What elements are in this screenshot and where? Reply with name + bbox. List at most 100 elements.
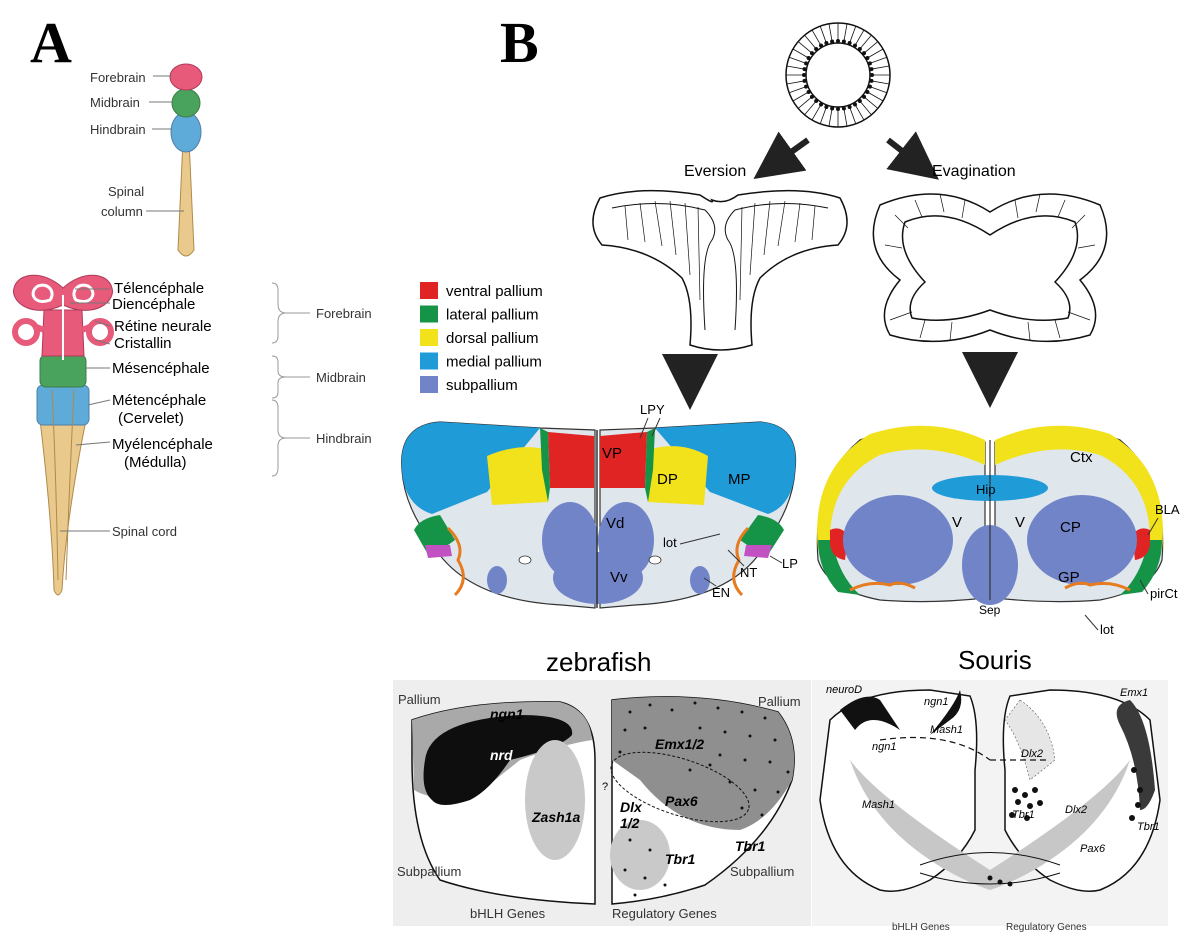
svg-text:V: V: [1015, 514, 1025, 531]
ring-nucleus: [803, 67, 806, 70]
stipple-dot: [761, 814, 764, 817]
svg-text:Pax6: Pax6: [1080, 843, 1106, 855]
svg-text:ngn1: ngn1: [872, 741, 896, 753]
legend-swatch: [420, 329, 438, 346]
legend-swatch: [420, 282, 438, 299]
panel-b-letter: B: [500, 10, 539, 75]
svg-text:Ctx: Ctx: [1070, 449, 1093, 466]
ring-nucleus: [862, 95, 865, 98]
pallium-legend: ventral palliumlateral palliumdorsal pal…: [420, 282, 543, 394]
label-medulla: (Médulla): [124, 454, 187, 471]
svg-text:MP: MP: [728, 471, 751, 488]
svg-text:Dlx: Dlx: [620, 799, 643, 815]
ring-nucleus: [825, 41, 828, 44]
svg-text:Subpallium: Subpallium: [730, 864, 794, 879]
zebrafish-title: zebrafish: [546, 647, 652, 677]
stipple-dot: [764, 717, 767, 720]
ring-nucleus: [825, 105, 828, 108]
svg-text:NT: NT: [740, 565, 757, 580]
svg-text:ngn1: ngn1: [490, 706, 524, 722]
stipple-dot: [774, 739, 777, 742]
svg-text:Tbr1: Tbr1: [735, 838, 766, 854]
ring-nucleus: [862, 52, 865, 55]
stipple-dot: [729, 781, 732, 784]
stipple-dot: [629, 839, 632, 842]
svg-text:lot: lot: [663, 535, 677, 550]
developed-neural-tube: [13, 275, 112, 595]
ring-nucleus: [853, 103, 856, 106]
legend-swatch: [420, 376, 438, 393]
svg-text:Tbr1: Tbr1: [1137, 821, 1160, 833]
svg-text:Tbr1: Tbr1: [1012, 809, 1035, 821]
svg-text:lot: lot: [1100, 622, 1114, 637]
early-neural-tube: [170, 64, 202, 256]
label-spinal-cord: Spinal cord: [112, 524, 177, 539]
stipple-dot: [671, 709, 674, 712]
ring-nucleus: [870, 73, 873, 76]
stipple-dot: [629, 711, 632, 714]
bracket-forebrain: Forebrain: [316, 306, 372, 321]
ring-nucleus: [858, 99, 861, 102]
stipple-dot: [1137, 787, 1143, 793]
stipple-dot: [619, 751, 622, 754]
svg-text:neuroD: neuroD: [826, 684, 862, 696]
svg-text:Mash1: Mash1: [930, 724, 963, 736]
ring-nucleus: [866, 90, 869, 93]
svg-text:Pallium: Pallium: [398, 692, 441, 707]
stipple-dot: [741, 807, 744, 810]
everted-tube-diagram: [593, 191, 847, 350]
stipple-dot: [749, 735, 752, 738]
stipple-dot: [777, 791, 780, 794]
label-midbrain: Midbrain: [90, 95, 140, 110]
stipple-dot: [744, 759, 747, 762]
svg-text:Tbr1: Tbr1: [665, 851, 696, 867]
ring-nucleus: [810, 52, 813, 55]
label-retine-neurale: Rétine neurale: [114, 318, 212, 335]
legend-swatch: [420, 353, 438, 370]
neural-tube-ring: [786, 23, 890, 127]
evagination-arrow: [888, 140, 920, 165]
stipple-dot: [1131, 767, 1137, 773]
panel-a-letter: A: [30, 10, 72, 75]
label-column: column: [101, 204, 143, 219]
stipple-dot: [689, 769, 692, 772]
ring-nucleus: [819, 44, 822, 47]
ring-nucleus: [830, 107, 833, 110]
ring-nucleus: [815, 99, 818, 102]
stipple-dot: [1037, 800, 1043, 806]
stipple-dot: [1015, 799, 1021, 805]
ring-nucleus: [836, 39, 839, 42]
svg-text:GP: GP: [1058, 569, 1080, 586]
stipple-dot: [1135, 802, 1141, 808]
svg-text:Emx1: Emx1: [1120, 687, 1148, 699]
ring-nucleus: [866, 56, 869, 59]
ring-nucleus: [842, 107, 845, 110]
svg-text:LP: LP: [640, 402, 656, 417]
stipple-dot: [1129, 815, 1135, 821]
ring-nucleus: [868, 62, 871, 65]
stipple-dot: [634, 894, 637, 897]
svg-text:DP: DP: [657, 471, 678, 488]
legend-label: medial pallium: [446, 354, 542, 371]
ring-nucleus: [858, 47, 861, 50]
region-brackets: [272, 283, 310, 476]
svg-text:Zash1a: Zash1a: [531, 809, 580, 825]
bracket-midbrain: Midbrain: [316, 370, 366, 385]
svg-text:bHLH Genes: bHLH Genes: [470, 906, 546, 921]
ring-nucleus: [868, 85, 871, 88]
label-diencephale: Diencéphale: [112, 296, 195, 313]
svg-text:Vv: Vv: [610, 569, 628, 586]
label-spinal: Spinal: [108, 184, 144, 199]
svg-text:Regulatory Genes: Regulatory Genes: [612, 906, 717, 921]
zebrafish-section: [402, 422, 796, 608]
svg-text:Sep: Sep: [979, 603, 1001, 617]
svg-text:1/2: 1/2: [620, 815, 640, 831]
stipple-dot: [998, 880, 1003, 885]
stipple-dot: [624, 869, 627, 872]
mouse-title: Souris: [958, 645, 1032, 675]
ring-nucleus: [804, 85, 807, 88]
stipple-dot: [1022, 792, 1028, 798]
stipple-dot: [649, 704, 652, 707]
label-cervelet: (Cervelet): [118, 410, 184, 427]
